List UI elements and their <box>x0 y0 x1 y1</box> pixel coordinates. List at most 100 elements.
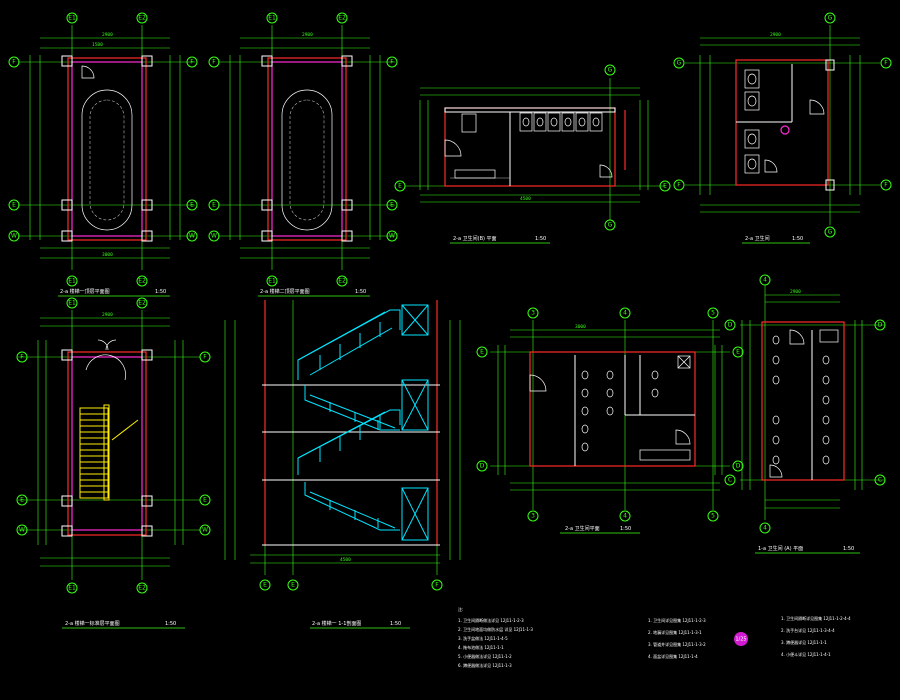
stall-row <box>519 112 603 132</box>
svg-text:E: E <box>212 202 216 209</box>
svg-text:E1: E1 <box>68 300 76 307</box>
svg-text:G: G <box>677 60 682 67</box>
svg-text:E2: E2 <box>338 278 346 285</box>
svg-text:3: 3 <box>531 513 535 520</box>
dim-label: 3000 <box>102 252 113 258</box>
note-line: 4. 面盆详见图集 12J11-1-4 <box>648 653 698 659</box>
stair-flight-upper <box>297 309 401 431</box>
view-scale: 1:50 <box>792 236 803 242</box>
svg-text:E2: E2 <box>338 15 346 22</box>
svg-text:4: 4 <box>763 525 767 532</box>
view-title: 2-a 卫生间 <box>745 235 770 242</box>
svg-text:E: E <box>480 349 484 356</box>
svg-text:E: E <box>398 183 402 190</box>
note-line: 2. 卫生间地面均做防水层 详见 12J11-1-3 <box>458 626 533 632</box>
svg-text:E: E <box>390 202 394 209</box>
note-line: 5. 小便器做法详见 12J11-1-2 <box>458 653 512 659</box>
svg-text:G: G <box>608 222 613 229</box>
svg-text:W: W <box>19 527 25 534</box>
stall-row <box>772 335 830 465</box>
toilet-plan-square: G G G F F F 2900 2-a 卫生间 1:50 <box>673 12 892 244</box>
svg-text:D: D <box>728 322 733 329</box>
view-scale: 1:50 <box>355 289 366 295</box>
scale-badge-label: 1/25 <box>735 637 746 643</box>
dim-label: 2900 <box>102 32 113 38</box>
svg-text:F: F <box>884 182 888 189</box>
svg-text:F: F <box>677 182 681 189</box>
svg-text:D: D <box>878 322 883 329</box>
toilet-plan-middle: 3 4 5 3 4 5 E D E D 3000 2-a 卫生间平面 1:50 <box>476 307 744 534</box>
view-title: 1-a 卫生间 (A) 平面 <box>758 545 803 552</box>
note-line: 3. 洗手盆做法 12J11-1-4-5 <box>458 635 508 641</box>
dim-label: 3000 <box>575 324 586 330</box>
stair-flight-lower <box>297 409 401 531</box>
view-scale: 1:50 <box>620 526 631 532</box>
view-scale: 1:50 <box>155 289 166 295</box>
toilet-a-plan: 4 4 D C D C 2900 1-a 卫生间 (A) 平面 1:50 <box>724 274 886 554</box>
svg-text:E: E <box>663 183 667 190</box>
svg-text:G: G <box>608 67 613 74</box>
svg-text:F: F <box>435 582 439 589</box>
notes-heading: 注: <box>458 606 463 612</box>
svg-text:4: 4 <box>623 513 627 520</box>
svg-text:E: E <box>20 497 24 504</box>
svg-text:F: F <box>12 59 16 66</box>
note-line: 2. 地漏详见图集 12J11-1-3-1 <box>648 629 702 635</box>
svg-text:E: E <box>736 349 740 356</box>
dim-label: 1500 <box>92 42 103 48</box>
svg-text:E: E <box>12 202 16 209</box>
svg-text:E2: E2 <box>138 278 146 285</box>
note-line: 4. 拖布池做法 12J11-1-1 <box>458 644 504 650</box>
scale-badge <box>734 632 748 646</box>
dim-label: 2900 <box>102 312 113 318</box>
note-line: 2. 洗手台详见 12J11-1-3-4-4 <box>781 627 835 633</box>
view-title: 2-a 楼梯二顶层平面图 <box>260 288 310 295</box>
svg-text:D: D <box>480 463 485 470</box>
svg-text:G: G <box>828 15 833 22</box>
note-line: 6. 蹲便器做法详见 12J11-1-3 <box>458 662 512 668</box>
svg-text:W: W <box>389 233 395 240</box>
note-line: 3. 管道井详见图集 12J11-1-3-2 <box>648 641 706 647</box>
svg-text:E: E <box>203 497 207 504</box>
svg-text:E: E <box>190 202 194 209</box>
svg-text:W: W <box>202 527 208 534</box>
view-title: 2-a 楼梯一标准层平面图 <box>65 620 120 627</box>
svg-text:5: 5 <box>711 513 715 520</box>
svg-text:E2: E2 <box>138 15 146 22</box>
notes-block: 注: 1. 卫生间隔断做法详见 12J11-1-2-3 2. 卫生间地面均做防水… <box>458 606 851 668</box>
svg-text:3: 3 <box>531 310 535 317</box>
svg-text:E: E <box>291 582 295 589</box>
svg-text:E1: E1 <box>68 585 76 592</box>
svg-text:F: F <box>884 60 888 67</box>
note-line: 1. 卫生间隔断详见图集 12J11-1-2-4-4 <box>781 615 851 621</box>
stair-plan-standard: E1 E2 E1 E2 F E W F E W 2900 2-a 楼梯一标准层平… <box>16 297 211 629</box>
toilet-b-plan: G G E E 4500 2-a 卫生间(B) 平面 1:50 <box>394 64 671 244</box>
svg-text:W: W <box>189 233 195 240</box>
note-line: 4. 小便斗详见 12J11-1-4-1 <box>781 651 831 657</box>
view-scale: 1:50 <box>843 546 854 552</box>
svg-text:E2: E2 <box>138 585 146 592</box>
svg-text:4: 4 <box>623 310 627 317</box>
stair-plan-top-1: E1 E2 E1 E2 F E W F E W 2900 1500 3000 2… <box>8 12 198 297</box>
view-title: 2-a 卫生间(B) 平面 <box>453 235 497 242</box>
stair-treads <box>79 404 139 501</box>
dim-label: 2900 <box>790 289 801 295</box>
dim-label: 2900 <box>770 32 781 38</box>
note-line: 1. 卫生间隔断做法详见 12J11-1-2-3 <box>458 617 524 623</box>
note-line: 1. 卫生间详见图集 12J11-1-2-3 <box>648 617 706 623</box>
svg-text:C: C <box>728 477 732 484</box>
note-line: 3. 蹲便器详见 12J11-1-1 <box>781 639 827 645</box>
svg-text:F: F <box>190 59 194 66</box>
svg-text:E1: E1 <box>268 278 276 285</box>
dim-label: 4500 <box>340 557 351 563</box>
svg-text:W: W <box>211 233 217 240</box>
svg-text:D: D <box>736 463 741 470</box>
svg-text:E: E <box>263 582 267 589</box>
view-title: 2-a 楼梯一 1-1剖面图 <box>312 620 361 627</box>
svg-text:C: C <box>878 477 882 484</box>
stair-section-1-1: E E F 4500 2-a 楼梯一 1-1剖面图 1:50 <box>224 300 461 629</box>
svg-text:E1: E1 <box>268 15 276 22</box>
svg-text:W: W <box>11 233 17 240</box>
svg-text:5: 5 <box>711 310 715 317</box>
